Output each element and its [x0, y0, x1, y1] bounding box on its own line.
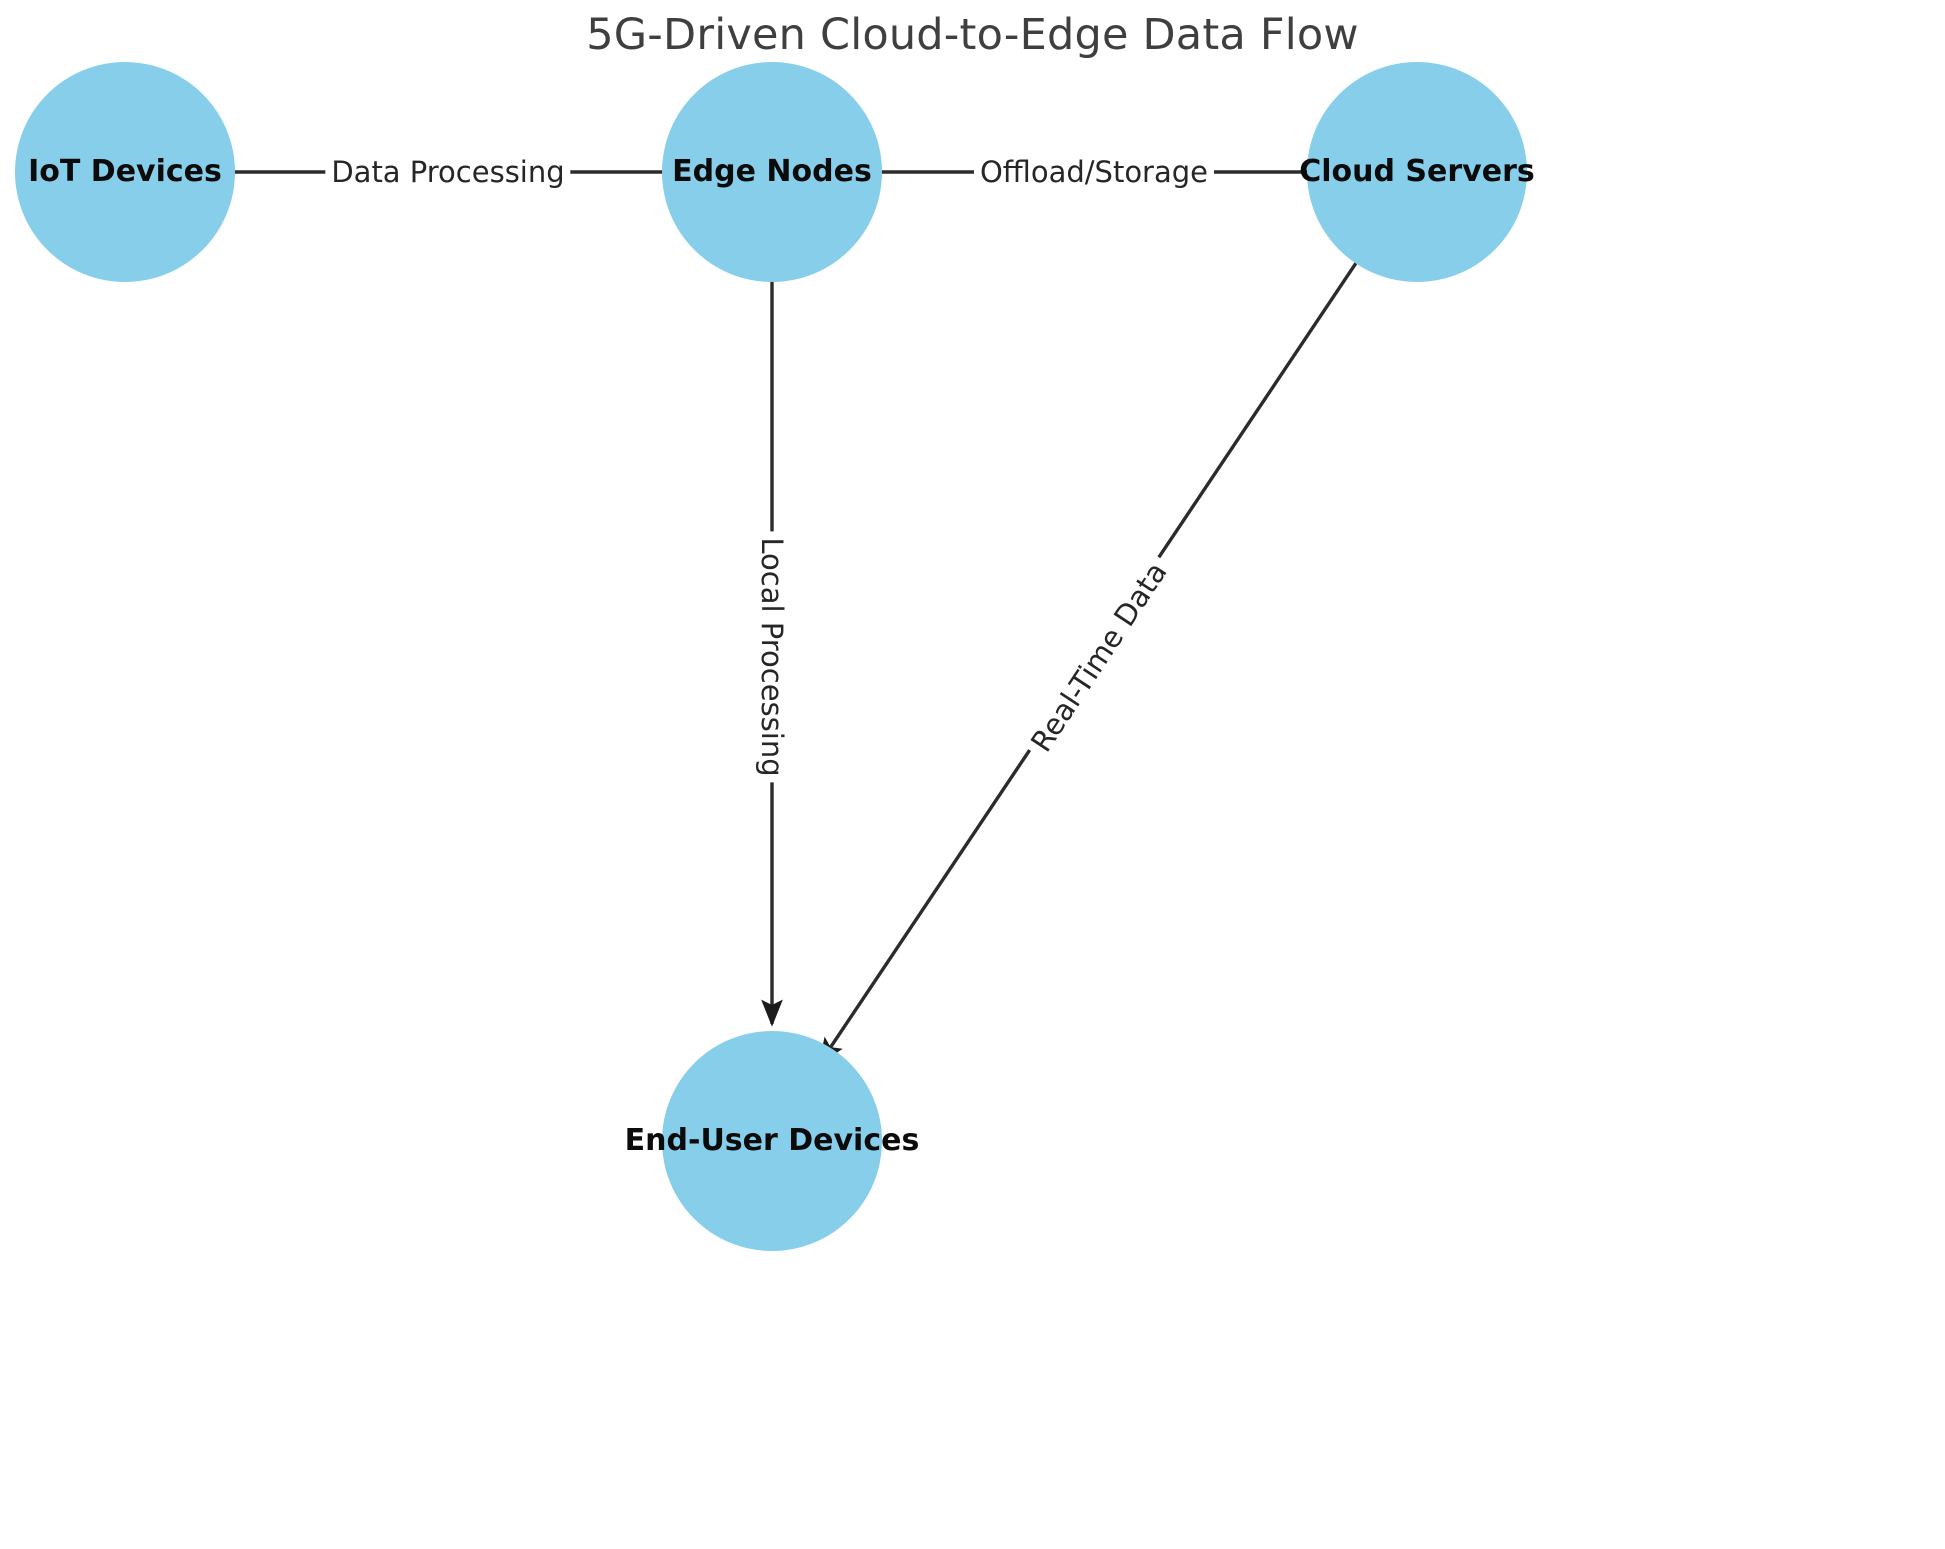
- node-circle-iot: [15, 62, 235, 282]
- node-circle-edge: [662, 62, 882, 282]
- node-label-iot-devices[interactable]: IoT Devices: [28, 154, 222, 189]
- edge-label-data-processing: Data Processing: [325, 154, 571, 190]
- node-circle-enduser: [662, 1031, 882, 1251]
- node-label-cloud-servers[interactable]: Cloud Servers: [1299, 154, 1535, 189]
- node-circle-cloud: [1307, 62, 1527, 282]
- node-label-end-user-devices[interactable]: End-User Devices: [624, 1123, 920, 1158]
- edge-label-local-processing: Local Processing: [754, 531, 790, 783]
- node-label-edge-nodes[interactable]: Edge Nodes: [672, 154, 872, 189]
- graph-nodes: [15, 62, 1527, 1251]
- edge-label-offload-storage: Offload/Storage: [973, 154, 1215, 190]
- page-title: 5G-Driven Cloud-to-Edge Data Flow: [586, 10, 1359, 60]
